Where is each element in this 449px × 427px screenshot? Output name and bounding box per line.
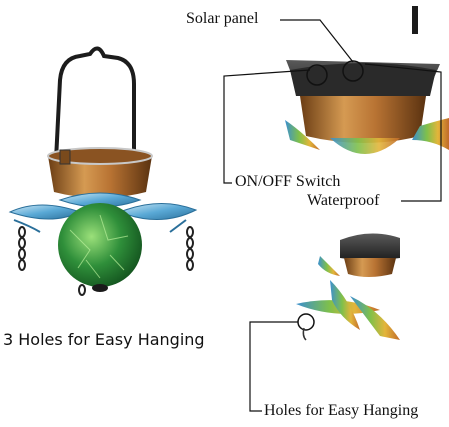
solar-panel-label: Solar panel (186, 10, 259, 27)
metal-leaves (8, 192, 198, 233)
callout-lines (223, 19, 442, 412)
waterproof-marker-circle (342, 60, 364, 82)
crackle-glass-globe (58, 203, 142, 292)
callout-markers (306, 60, 364, 86)
holes-for-hanging-title: 3 Holes for Easy Hanging (3, 330, 205, 349)
lantern-handle (54, 46, 136, 162)
hanging-hole-closeup (296, 233, 400, 341)
holes-for-hanging-label: Holes for Easy Hanging (264, 402, 419, 419)
waterproof-label: Waterproof (307, 192, 380, 209)
on-off-switch-label: ON/OFF Switch (235, 173, 341, 190)
hanging-chains (18, 226, 194, 296)
hole-marker-circle (297, 313, 315, 331)
switch-marker-circle (306, 64, 328, 86)
solar-top-closeup (285, 6, 449, 154)
copper-cup (47, 147, 153, 198)
